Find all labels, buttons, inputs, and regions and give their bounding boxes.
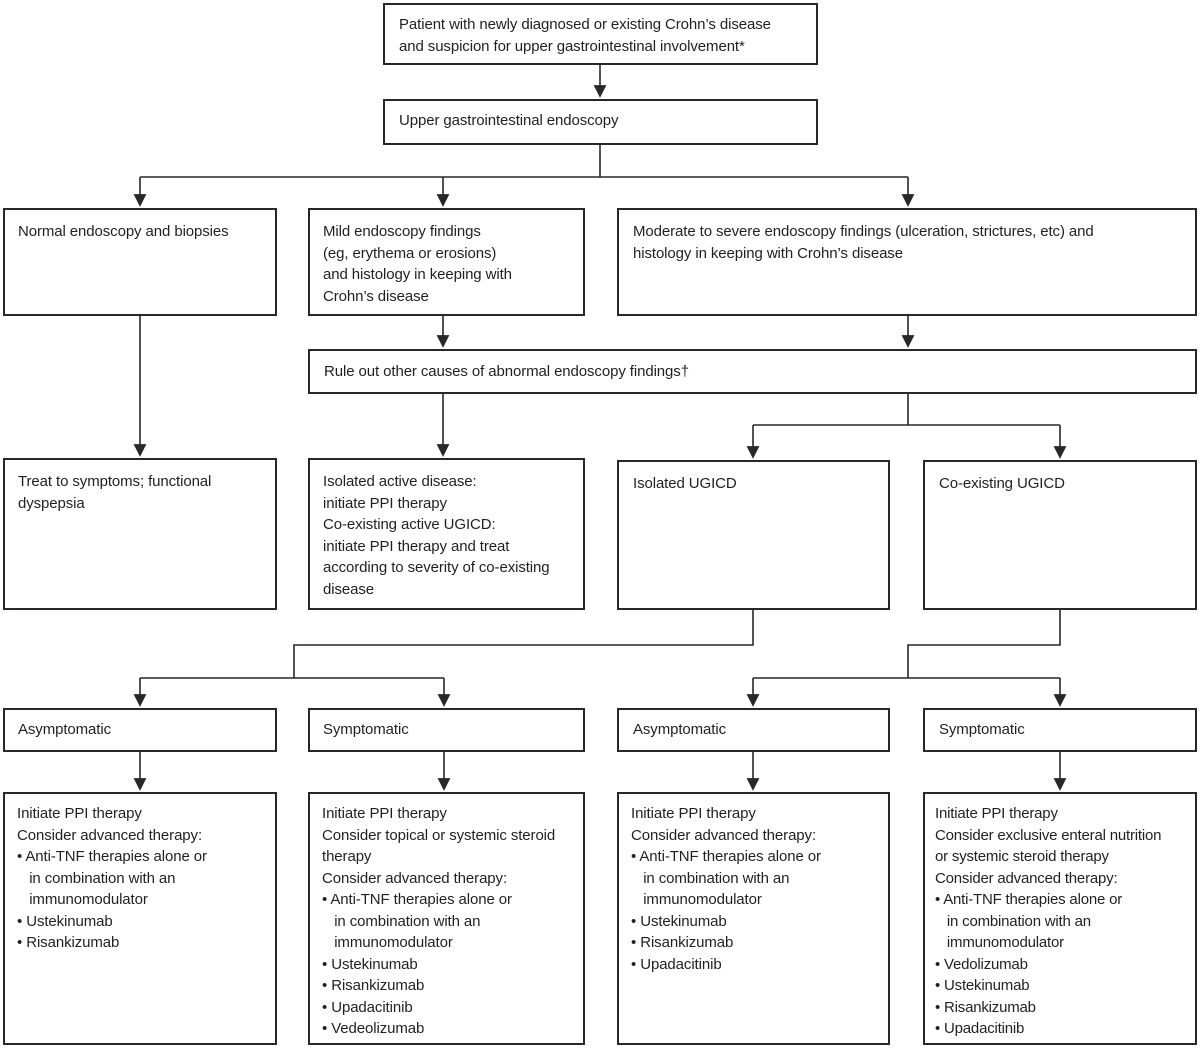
node-rule-out-other-causes: Rule out other causes of abnormal endosc… (308, 349, 1197, 394)
node-isolated-ugicd: Isolated UGICD (617, 460, 890, 610)
node-symptomatic-coexisting: Symptomatic (923, 708, 1197, 752)
node-symptomatic-isolated: Symptomatic (308, 708, 585, 752)
node-patient: Patient with newly diagnosed or existing… (383, 3, 818, 65)
node-mild-findings: Mild endoscopy findings (eg, erythema or… (308, 208, 585, 316)
connector-lines (133, 65, 1067, 791)
node-asymptomatic-coexisting: Asymptomatic (617, 708, 890, 752)
node-upper-gi-endoscopy: Upper gastrointestinal endoscopy (383, 99, 818, 145)
node-normal-endoscopy: Normal endoscopy and biopsies (3, 208, 277, 316)
node-isolated-active-disease: Isolated active disease: initiate PPI th… (308, 458, 585, 610)
node-moderate-severe-findings: Moderate to severe endoscopy findings (u… (617, 208, 1197, 316)
node-coexisting-ugicd: Co-existing UGICD (923, 460, 1197, 610)
node-treatment-asymptomatic-isolated: Initiate PPI therapy Consider advanced t… (3, 792, 277, 1045)
node-treatment-symptomatic-isolated: Initiate PPI therapy Consider topical or… (308, 792, 585, 1045)
node-treatment-asymptomatic-coexisting: Initiate PPI therapy Consider advanced t… (617, 792, 890, 1045)
node-treatment-symptomatic-coexisting: Initiate PPI therapy Consider exclusive … (923, 792, 1197, 1045)
node-asymptomatic-isolated: Asymptomatic (3, 708, 277, 752)
node-treat-to-symptoms: Treat to symptoms; functional dyspepsia (3, 458, 277, 610)
